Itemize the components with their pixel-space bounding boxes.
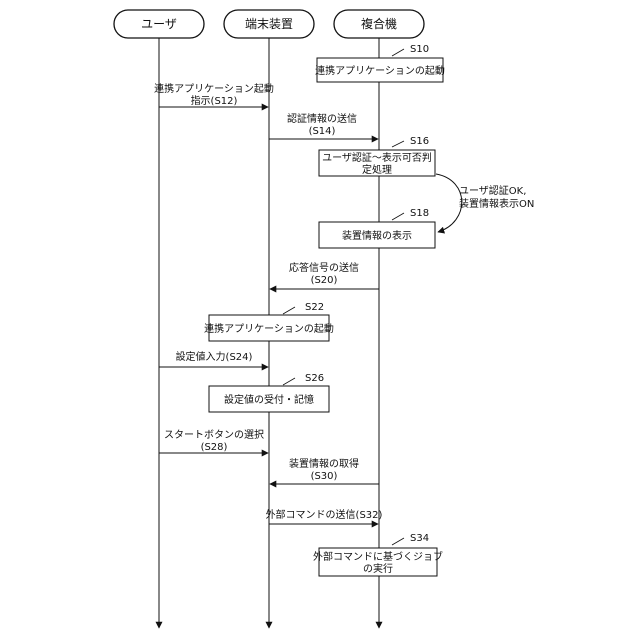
step-s22-label: 連携アプリケーションの起動: [204, 322, 334, 335]
message-s30-line2: (S30): [311, 471, 338, 482]
step-s34: S34 外部コマンドに基づくジョブ の実行: [313, 533, 443, 576]
actor-terminal-label: 端末装置: [245, 17, 293, 31]
step-s26-label: 設定値の受付・記憶: [224, 393, 314, 406]
message-s12-line2: 指示(S12): [191, 94, 238, 107]
step-s18-label: 装置情報の表示: [342, 229, 412, 242]
branch-line1: ユーザ認証OK,: [459, 184, 526, 197]
message-s12-line1: 連携アプリケーション起動: [154, 82, 274, 95]
step-s16-line2: 定処理: [362, 163, 392, 176]
step-s16-id: S16: [410, 136, 429, 147]
message-s28-line1: スタートボタンの選択: [164, 428, 264, 441]
message-s30-line1: 装置情報の取得: [289, 457, 359, 470]
step-s26-id: S26: [305, 373, 324, 384]
branch-arrow: ユーザ認証OK, 装置情報表示ON: [436, 174, 534, 232]
step-s18: S18 装置情報の表示: [319, 208, 435, 248]
step-s10-label: 連携アプリケーションの起動: [315, 64, 445, 77]
actor-user: ユーザ: [114, 10, 204, 38]
message-s32-line1: 外部コマンドの送信(S32): [266, 508, 383, 521]
message-s28-line2: (S28): [201, 442, 228, 453]
step-s34-line2: の実行: [363, 562, 393, 575]
actor-mfp-label: 複合機: [361, 16, 397, 31]
step-s16-line1: ユーザ認証～表示可否判: [322, 151, 432, 164]
step-s34-id: S34: [410, 533, 429, 544]
step-s34-line1: 外部コマンドに基づくジョブ: [313, 550, 443, 563]
step-s18-id: S18: [410, 208, 429, 219]
step-s10: S10 連携アプリケーションの起動: [315, 44, 445, 82]
branch-line2: 装置情報表示ON: [459, 197, 534, 210]
actor-user-label: ユーザ: [141, 17, 177, 31]
message-s20-line1: 応答信号の送信: [289, 261, 359, 274]
actor-terminal: 端末装置: [224, 10, 314, 38]
message-s20-line2: (S20): [311, 275, 338, 286]
message-s14-line1: 認証情報の送信: [287, 112, 357, 125]
message-s30: 装置情報の取得 (S30): [270, 457, 379, 484]
message-s28: スタートボタンの選択 (S28): [159, 428, 268, 453]
message-s32: 外部コマンドの送信(S32): [266, 508, 383, 524]
message-s14: 認証情報の送信 (S14): [269, 112, 378, 139]
message-s24: 設定値入力(S24): [159, 350, 268, 367]
message-s20: 応答信号の送信 (S20): [270, 261, 379, 289]
message-s24-line1: 設定値入力(S24): [176, 350, 253, 363]
actor-mfp: 複合機: [334, 10, 424, 38]
step-s10-id: S10: [410, 44, 429, 55]
step-s22-id: S22: [305, 302, 324, 313]
step-s16: S16 ユーザ認証～表示可否判 定処理: [319, 136, 435, 176]
message-s14-line2: (S14): [309, 126, 336, 137]
message-s12: 連携アプリケーション起動 指示(S12): [154, 82, 274, 107]
